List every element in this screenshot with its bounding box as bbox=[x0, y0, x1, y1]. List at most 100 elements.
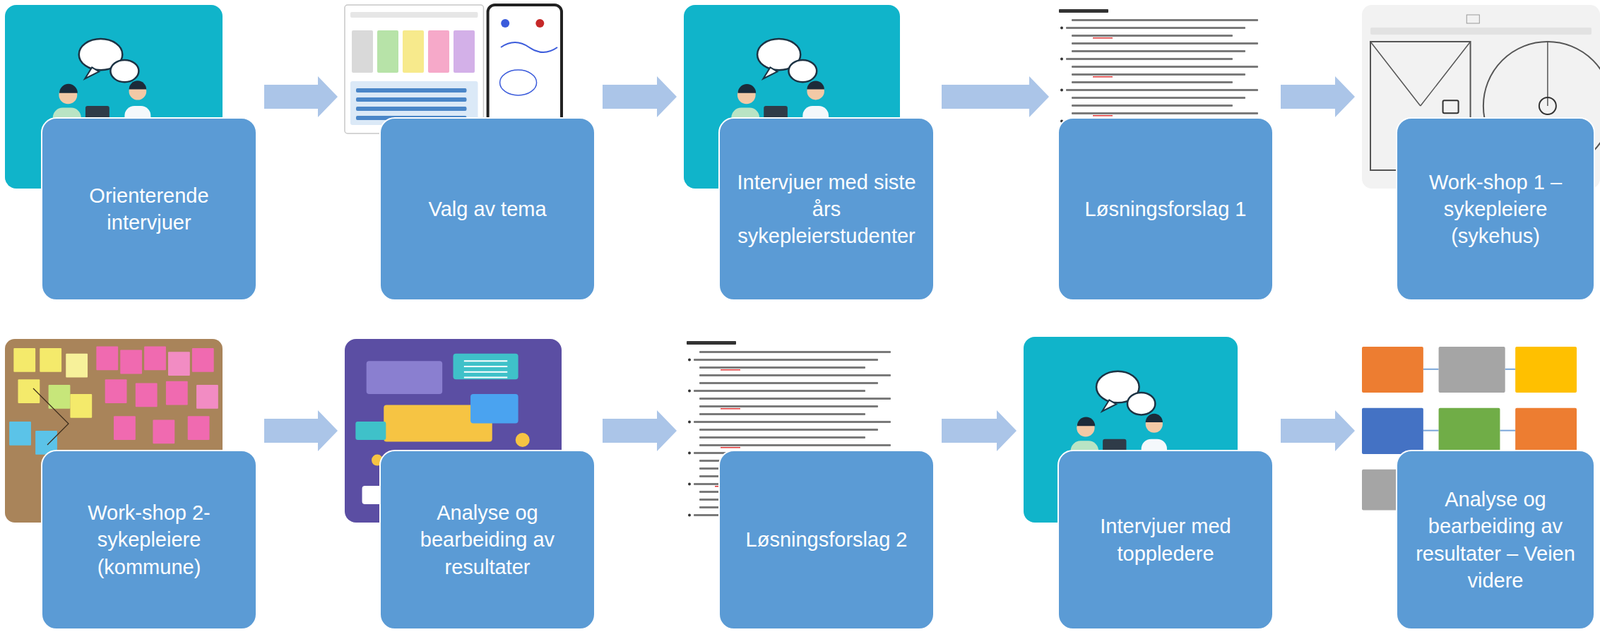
step-box: Work-shop 1 – sykepleiere (sykehus) bbox=[1395, 117, 1596, 301]
coin bbox=[515, 433, 530, 448]
flow-box bbox=[1438, 346, 1506, 393]
process-step: Analyse og bearbeiding av resultater – V… bbox=[1361, 346, 1596, 631]
process-step: Løsningsforslag 1 bbox=[1056, 4, 1274, 301]
step-box: Løsningsforslag 1 bbox=[1057, 117, 1274, 301]
flow-line bbox=[1499, 430, 1516, 432]
doc-line bbox=[699, 397, 891, 400]
process-step: Work-shop 1 – sykepleiere (sykehus) bbox=[1361, 4, 1600, 301]
flow-line bbox=[1505, 368, 1516, 371]
step-box: Valg av tema bbox=[379, 117, 596, 301]
doc-bullet bbox=[688, 514, 691, 518]
block-arrow bbox=[602, 410, 677, 452]
flow-box bbox=[1361, 408, 1424, 455]
block-arrow bbox=[264, 76, 338, 118]
doc-line bbox=[1071, 96, 1246, 99]
screen-line bbox=[464, 377, 508, 379]
speech-bubble bbox=[110, 60, 139, 82]
block-arrow bbox=[941, 410, 1017, 452]
process-step: Analyse og bearbeiding av resultater bbox=[344, 339, 596, 631]
speech-bubble bbox=[1127, 392, 1155, 416]
person-hair bbox=[1145, 413, 1163, 423]
process-step: Valg av tema bbox=[344, 4, 596, 301]
header-bar bbox=[350, 12, 478, 18]
step-label: Analyse og bearbeiding av resultater – V… bbox=[1408, 486, 1583, 595]
step-box: Work-shop 2- sykepleiere (kommune) bbox=[40, 449, 258, 631]
sticky-note bbox=[39, 348, 62, 373]
screen-block bbox=[366, 360, 443, 395]
canvas-divider bbox=[1420, 41, 1471, 106]
step-box: Analyse og bearbeiding av resultater – V… bbox=[1395, 449, 1596, 631]
doc-line bbox=[699, 413, 866, 416]
process-step: Løsningsforslag 2 bbox=[683, 336, 935, 631]
person-hair bbox=[1077, 417, 1095, 427]
doc-line bbox=[699, 382, 879, 385]
panel-row bbox=[356, 106, 467, 111]
process-step: Intervjuer med toppledere bbox=[1023, 336, 1274, 631]
sticky-note bbox=[144, 346, 167, 371]
sticky-note bbox=[105, 379, 128, 404]
speech-bubble bbox=[788, 60, 817, 82]
step-box: Intervjuer med toppledere bbox=[1057, 449, 1274, 631]
block-arrow bbox=[602, 76, 677, 118]
screen-line bbox=[464, 360, 508, 362]
doc-bullet bbox=[688, 389, 691, 393]
sticky-column bbox=[377, 30, 399, 73]
sticky-note bbox=[152, 419, 175, 444]
doc-line bbox=[699, 444, 891, 447]
sticky-note bbox=[69, 394, 92, 419]
doc-underline bbox=[1092, 76, 1113, 78]
doc-bullet bbox=[688, 483, 691, 487]
person-hair bbox=[129, 80, 147, 90]
block-arrow bbox=[1280, 76, 1355, 118]
screen-block bbox=[453, 353, 519, 380]
canvas-divider bbox=[1370, 41, 1421, 106]
doc-line bbox=[699, 374, 891, 377]
doc-bullet bbox=[688, 358, 691, 362]
doc-bullet bbox=[1060, 57, 1064, 61]
flow-box bbox=[1438, 408, 1501, 455]
process-step: Intervjuer med siste års sykepleierstude… bbox=[683, 4, 935, 301]
speech-bubble-tail bbox=[84, 67, 99, 79]
step-label: Work-shop 2- sykepleiere (kommune) bbox=[53, 499, 245, 581]
face-icon bbox=[1539, 97, 1557, 115]
sticky-note bbox=[168, 351, 191, 376]
step-box: Orienterende intervjuer bbox=[40, 117, 258, 301]
doc-line bbox=[693, 358, 879, 361]
doc-line bbox=[699, 351, 891, 354]
flow-box bbox=[1361, 346, 1424, 393]
step-label: Work-shop 1 – sykepleiere (sykehus) bbox=[1408, 168, 1583, 251]
person-hair bbox=[59, 84, 78, 94]
flow-line bbox=[1423, 368, 1439, 371]
block-arrow bbox=[1280, 410, 1355, 452]
sticky-note bbox=[48, 384, 71, 410]
screen-block bbox=[470, 394, 519, 424]
sticky-note bbox=[9, 421, 32, 446]
sticky-note bbox=[96, 346, 118, 371]
doc-line bbox=[1071, 73, 1246, 76]
sticky-column bbox=[351, 30, 373, 73]
doc-line bbox=[699, 405, 879, 408]
step-label: Orienterende intervjuer bbox=[53, 182, 245, 237]
web-screenshot bbox=[344, 4, 484, 134]
panel-row bbox=[356, 88, 467, 93]
doc-bullet bbox=[1060, 89, 1064, 92]
doc-line bbox=[693, 421, 891, 424]
gift-icon bbox=[1443, 100, 1459, 114]
doc-line bbox=[1071, 42, 1259, 45]
doc-bullet bbox=[688, 452, 691, 455]
tablet-dot bbox=[535, 19, 544, 28]
step-label: Analyse og bearbeiding av resultater bbox=[392, 499, 583, 581]
sticky-note bbox=[113, 416, 136, 441]
step-box: Analyse og bearbeiding av resultater bbox=[379, 449, 596, 631]
canvas-header bbox=[1370, 27, 1592, 35]
step-box: Intervjuer med siste års sykepleierstude… bbox=[718, 117, 935, 301]
process-step: Orienterende intervjuer bbox=[4, 4, 258, 301]
sticky-note bbox=[166, 381, 188, 406]
doc-line bbox=[1071, 34, 1233, 37]
canvas-divider bbox=[1547, 41, 1549, 106]
doc-line bbox=[1071, 81, 1233, 84]
sticky-note bbox=[135, 382, 158, 407]
sticky-note bbox=[192, 348, 215, 373]
flow-box bbox=[1515, 408, 1577, 455]
